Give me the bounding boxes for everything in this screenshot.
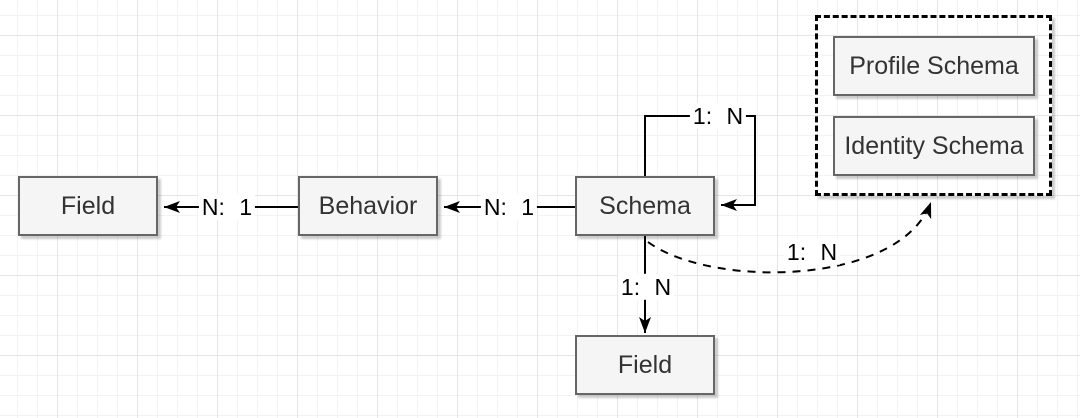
node-identity-schema[interactable]: Identity Schema xyxy=(833,116,1035,176)
node-field-bottom-label: Field xyxy=(617,350,673,379)
node-behavior[interactable]: Behavior xyxy=(298,176,438,236)
node-behavior-label: Behavior xyxy=(318,191,418,220)
node-identity-schema-label: Identity Schema xyxy=(844,131,1024,160)
node-field-left-label: Field xyxy=(60,191,116,220)
edge-label-behavior-to-field: N: 1 xyxy=(198,193,256,221)
node-schema-label: Schema xyxy=(599,191,691,220)
node-profile-schema[interactable]: Profile Schema xyxy=(833,36,1035,96)
edge-label-schema-to-group: 1: N xyxy=(783,238,841,266)
node-profile-schema-label: Profile Schema xyxy=(849,51,1019,80)
edge-label-schema-self-loop: 1: N xyxy=(689,102,747,130)
edge-schema-self-loop[interactable] xyxy=(644,115,756,211)
edge-label-schema-to-field: 1: N xyxy=(617,273,675,301)
node-field-left[interactable]: Field xyxy=(18,176,158,236)
node-schema[interactable]: Schema xyxy=(575,176,715,236)
edge-label-schema-to-behavior: N: 1 xyxy=(480,193,538,221)
edge-schema-to-group[interactable] xyxy=(647,201,932,274)
schema-group-container[interactable]: Profile Schema Identity Schema xyxy=(815,15,1052,196)
node-field-bottom[interactable]: Field xyxy=(575,335,715,395)
